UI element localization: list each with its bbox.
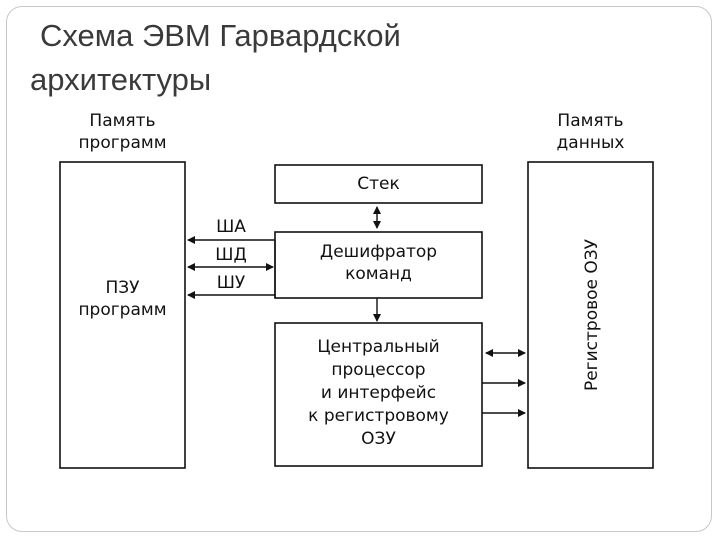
program-memory-box-line-2: программ (78, 300, 167, 320)
program-memory-box-label: ПЗУ программ (60, 277, 185, 321)
slide-title: Схема ЭВМ Гарвардской архитектуры (30, 14, 500, 102)
data-memory-caption: Память данных (528, 110, 653, 154)
title-line-1: Схема ЭВМ Гарвардской (40, 18, 401, 53)
cpu-label: Центральный процессор и интерфейс к реги… (275, 336, 482, 451)
data-bus-label: ШД (215, 245, 247, 265)
decoder-label-line-1: Дешифратор (319, 242, 438, 262)
program-memory-box-line-1: ПЗУ (105, 278, 140, 298)
data-memory-box-label: Регистровое ОЗУ (582, 238, 602, 391)
program-memory-caption-line-2: программ (78, 133, 167, 153)
data-memory-caption-line-1: Память (557, 111, 624, 131)
data-memory-caption-line-2: данных (556, 133, 625, 153)
cpu-label-line-3: и интерфейс (320, 383, 437, 403)
stack-label: Стек (357, 174, 400, 194)
cpu-label-line-5: ОЗУ (361, 429, 396, 449)
cpu-box (274, 322, 483, 467)
program-memory-caption: Память программ (60, 110, 185, 154)
decoder-box (274, 231, 483, 299)
cpu-label-line-1: Центральный (317, 337, 440, 357)
title-line-2: архитектуры (30, 62, 212, 97)
data-memory-box (527, 161, 654, 469)
program-memory-caption-line-1: Память (89, 111, 156, 131)
cpu-label-line-2: процессор (331, 360, 426, 380)
address-bus-label: ША (216, 217, 246, 237)
decoder-label-line-2: команд (345, 264, 412, 284)
cpu-label-line-4: к регистровому (308, 406, 449, 426)
control-bus-label: ШУ (216, 273, 246, 293)
program-memory-box (59, 161, 186, 469)
stack-box (274, 164, 483, 204)
decoder-label: Дешифратор команд (275, 241, 482, 285)
